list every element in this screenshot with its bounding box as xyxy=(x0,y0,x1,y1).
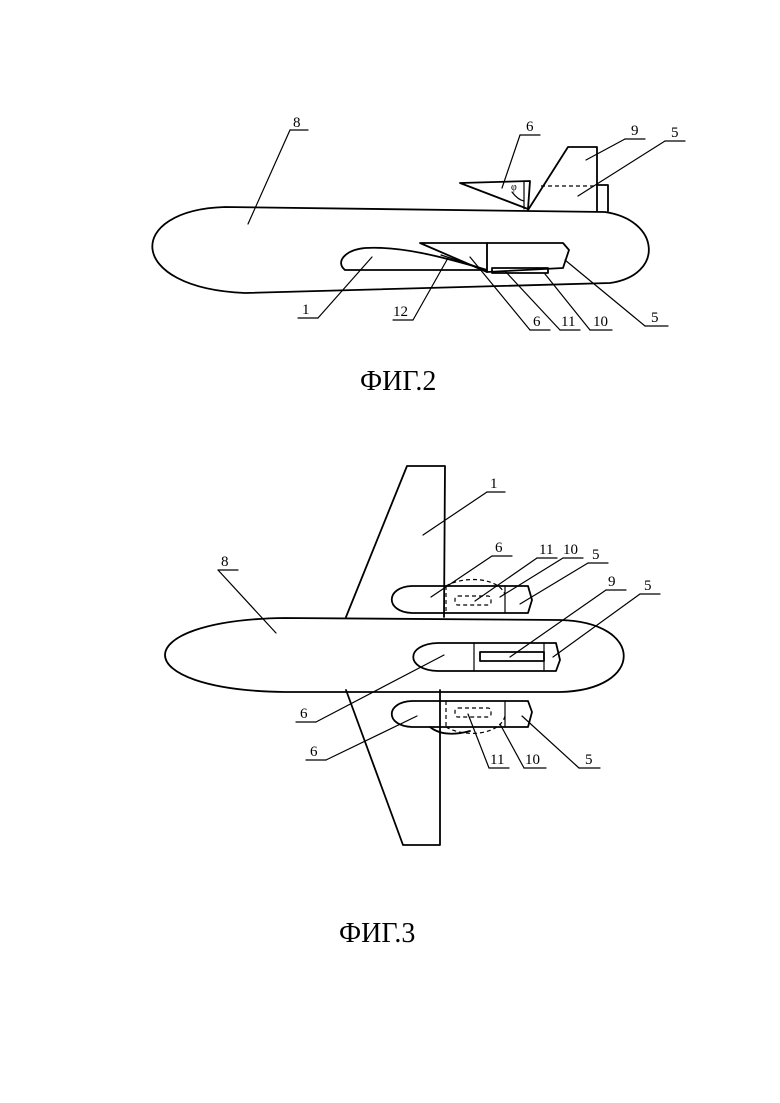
fig3-center-nozzle xyxy=(480,652,544,661)
fig2-label-5-bottom: 5 xyxy=(651,310,659,326)
fig2-label-12: 12 xyxy=(393,304,408,320)
fig2-label-10: 10 xyxy=(593,314,608,330)
fig3-label-5-center: 5 xyxy=(644,578,652,594)
fig3-label-5-lower: 5 xyxy=(585,752,593,768)
fig3-label-10-upper: 10 xyxy=(563,542,578,558)
fig2-lower-intake xyxy=(420,243,487,272)
fig3-label-6-lower: 6 xyxy=(310,744,318,760)
fig3-upper-deflector xyxy=(446,580,505,595)
fig2-label-6-bottom: 6 xyxy=(533,314,541,330)
fig3-label-6-center: 6 xyxy=(300,706,308,722)
fig3-label-11-lower: 11 xyxy=(490,752,504,768)
fig3-label-10-lower: 10 xyxy=(525,752,540,768)
fig2-caption: ФИГ.2 xyxy=(360,366,436,397)
fig3-lower-engine-pod xyxy=(392,701,532,727)
fig2-label-1-leader xyxy=(318,257,372,318)
fig3-upper-wing xyxy=(346,466,445,617)
fig3-lower-nozzle xyxy=(455,708,491,717)
fig3-label-5-upper: 5 xyxy=(592,547,600,563)
fig3-label-9-leader xyxy=(510,590,606,657)
fig2-label-1: 1 xyxy=(302,302,310,318)
fig2-label-9: 9 xyxy=(631,123,639,139)
fig3-label-8-leader xyxy=(218,570,276,633)
fig2-phi-symbol: φ xyxy=(511,182,517,193)
fig3-label-8: 8 xyxy=(221,554,229,570)
fig2-upper-nacelle xyxy=(597,185,608,211)
fig2-angle-arc xyxy=(512,192,524,201)
fig3-label-1: 1 xyxy=(490,476,498,492)
fig2-label-8-leader xyxy=(248,130,290,224)
fig3-label-9: 9 xyxy=(608,574,616,590)
figure-2: φ 8 6 9 5 1 12 6 xyxy=(152,115,685,397)
fig3-label-5-upper-leader xyxy=(520,563,588,604)
fig3-label-6-upper: 6 xyxy=(495,540,503,556)
fig2-upper-intake xyxy=(460,181,530,209)
fig2-label-11: 11 xyxy=(561,314,575,330)
fig3-caption: ФИГ.3 xyxy=(339,918,415,949)
fig3-label-1-leader xyxy=(423,492,487,535)
fig3-label-11-upper: 11 xyxy=(539,542,553,558)
fig3-center-engine-pod xyxy=(413,643,560,671)
figure-3: 1 8 6 11 10 5 9 5 6 xyxy=(165,466,660,949)
fig2-label-6: 6 xyxy=(526,119,534,135)
fig3-label-6-center-leader xyxy=(316,655,444,722)
fig2-label-5-top: 5 xyxy=(671,125,679,141)
fig3-lower-wing xyxy=(346,690,440,845)
fig2-tail-fin xyxy=(528,147,597,211)
fig2-label-8: 8 xyxy=(293,115,301,131)
fig3-lower-deflector xyxy=(446,716,505,733)
fig3-upper-nozzle xyxy=(455,596,491,605)
fig3-label-5-center-leader xyxy=(553,594,640,657)
fig2-label-9-leader xyxy=(586,139,625,160)
fig3-label-11-lower-leader xyxy=(468,714,489,768)
fig3-lower-pod-fairing xyxy=(430,727,470,734)
fig3-label-6-lower-leader xyxy=(326,716,417,760)
fig3-label-6-upper-leader xyxy=(431,556,492,597)
fig2-label-6-leader xyxy=(502,135,520,188)
fig2-label-5-top-leader xyxy=(578,141,665,196)
